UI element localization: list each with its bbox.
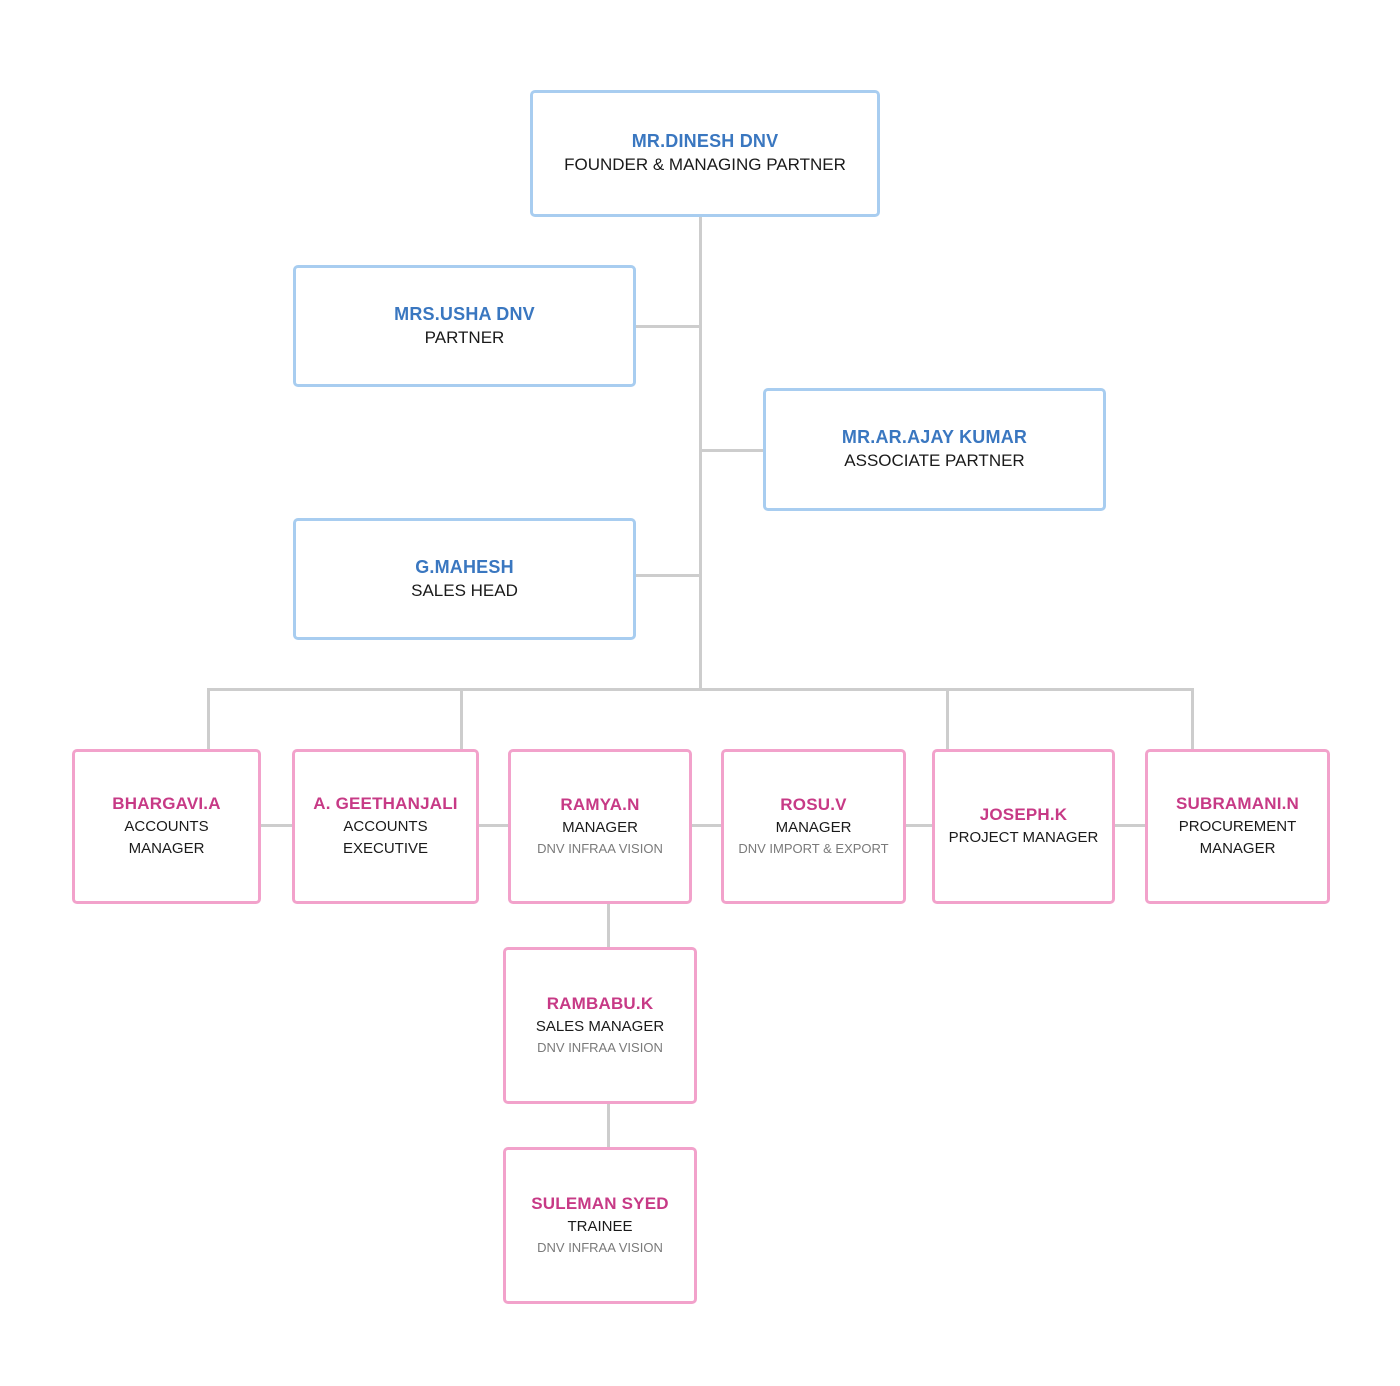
- node-project-manager-role: PROJECT MANAGER: [948, 829, 1099, 847]
- node-manager-infraa-role: MANAGER: [562, 819, 638, 837]
- node-manager-infraa-name: RAMYA.N: [560, 795, 640, 815]
- connector-to-trainee: [607, 1103, 610, 1148]
- node-manager-import-export-role: MANAGER: [775, 819, 852, 837]
- connector-to-associate-partner: [699, 449, 765, 452]
- connector-to-sales-manager: [607, 903, 610, 948]
- node-trainee[interactable]: SULEMAN SYED TRAINEE DNV INFRAA VISION: [503, 1147, 697, 1304]
- node-founder-role: FOUNDER & MANAGING PARTNER: [564, 155, 846, 175]
- node-manager-infraa-division: DNV INFRAA VISION: [537, 841, 663, 857]
- connector-drop-1: [207, 688, 210, 750]
- connector-distribution-bar: [207, 688, 1194, 691]
- connector-trunk-main: [699, 216, 702, 690]
- connector-staff-link-4: [905, 824, 933, 827]
- node-sales-manager-division: DNV INFRAA VISION: [537, 1040, 663, 1056]
- node-trainee-division: DNV INFRAA VISION: [537, 1240, 663, 1256]
- connector-staff-link-5: [1114, 824, 1146, 827]
- node-trainee-name: SULEMAN SYED: [531, 1194, 669, 1214]
- connector-to-sales-head: [636, 574, 700, 577]
- node-founder-name: MR.DINESH DNV: [631, 131, 779, 152]
- node-sales-head-role: SALES HEAD: [411, 580, 518, 600]
- connector-staff-link-1: [260, 824, 294, 827]
- node-associate-partner-role: ASSOCIATE PARTNER: [844, 451, 1025, 471]
- node-accounts-manager[interactable]: BHARGAVI.A ACCOUNTS MANAGER: [72, 749, 261, 904]
- node-procurement-manager-role-line2: MANAGER: [1199, 839, 1276, 857]
- node-sales-manager-name: RAMBABU.K: [546, 994, 654, 1014]
- node-procurement-manager-name: SUBRAMANI.N: [1175, 794, 1300, 814]
- node-manager-import-export-name: ROSU.V: [780, 795, 847, 815]
- node-partner-role: PARTNER: [424, 327, 505, 347]
- connector-to-partner: [636, 325, 700, 328]
- node-project-manager-name: JOSEPH.K: [979, 805, 1068, 825]
- connector-drop-3: [946, 688, 949, 750]
- node-associate-partner[interactable]: MR.AR.AJAY KUMAR ASSOCIATE PARTNER: [763, 388, 1106, 511]
- node-accounts-manager-name: BHARGAVI.A: [112, 794, 221, 814]
- node-sales-head[interactable]: G.MAHESH SALES HEAD: [293, 518, 636, 640]
- node-manager-import-export-division: DNV IMPORT & EXPORT: [738, 841, 889, 857]
- connector-staff-link-3: [691, 824, 721, 827]
- connector-drop-4: [1191, 688, 1194, 750]
- node-manager-import-export[interactable]: ROSU.V MANAGER DNV IMPORT & EXPORT: [721, 749, 906, 904]
- node-accounts-executive-name: A. GEETHANJALI: [313, 794, 458, 814]
- node-sales-manager-role: SALES MANAGER: [535, 1018, 665, 1036]
- node-sales-manager[interactable]: RAMBABU.K SALES MANAGER DNV INFRAA VISIO…: [503, 947, 697, 1104]
- connector-staff-link-2: [478, 824, 509, 827]
- node-sales-head-name: G.MAHESH: [415, 556, 514, 577]
- node-accounts-executive-role: ACCOUNTS EXECUTIVE: [342, 818, 429, 857]
- node-accounts-executive[interactable]: A. GEETHANJALI ACCOUNTS EXECUTIVE: [292, 749, 479, 904]
- node-trainee-role: TRAINEE: [567, 1218, 633, 1236]
- node-associate-partner-name: MR.AR.AJAY KUMAR: [841, 427, 1028, 448]
- node-partner-name: MRS.USHA DNV: [394, 303, 535, 324]
- node-partner[interactable]: MRS.USHA DNV PARTNER: [293, 265, 636, 387]
- node-procurement-manager-role-line1: PROCUREMENT: [1178, 818, 1297, 836]
- node-manager-infraa[interactable]: RAMYA.N MANAGER DNV INFRAA VISION: [508, 749, 692, 904]
- connector-drop-2: [460, 688, 463, 750]
- node-founder[interactable]: MR.DINESH DNV FOUNDER & MANAGING PARTNER: [530, 90, 880, 217]
- node-project-manager[interactable]: JOSEPH.K PROJECT MANAGER: [932, 749, 1115, 904]
- node-procurement-manager[interactable]: SUBRAMANI.N PROCUREMENT MANAGER: [1145, 749, 1330, 904]
- node-accounts-manager-role: ACCOUNTS MANAGER: [124, 818, 209, 857]
